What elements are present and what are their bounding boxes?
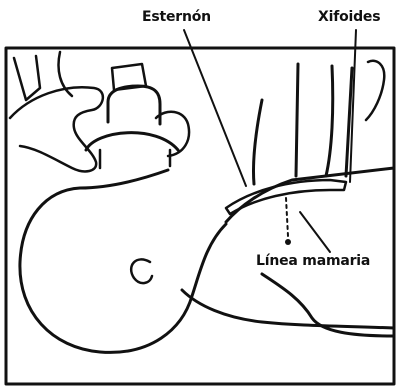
xiphoid-label: Xifoides bbox=[318, 10, 380, 24]
compressing-finger-left bbox=[253, 100, 262, 184]
airway-device bbox=[86, 64, 178, 168]
illustration-frame bbox=[6, 48, 394, 384]
nipple-line-dashes bbox=[286, 198, 288, 236]
infant-head bbox=[20, 170, 226, 352]
rescuer-figure bbox=[14, 52, 72, 100]
rescuer-hand bbox=[10, 87, 103, 171]
nipple-line-label: Línea mamaria bbox=[256, 254, 370, 268]
sternum-label: Esternón bbox=[142, 10, 211, 24]
infant-ear bbox=[131, 259, 152, 283]
rescuer-wrist bbox=[366, 61, 384, 120]
compressing-finger-right bbox=[296, 64, 298, 176]
nipple-mark bbox=[285, 239, 291, 245]
compressing-hand bbox=[326, 66, 352, 176]
infant-back bbox=[182, 290, 394, 328]
